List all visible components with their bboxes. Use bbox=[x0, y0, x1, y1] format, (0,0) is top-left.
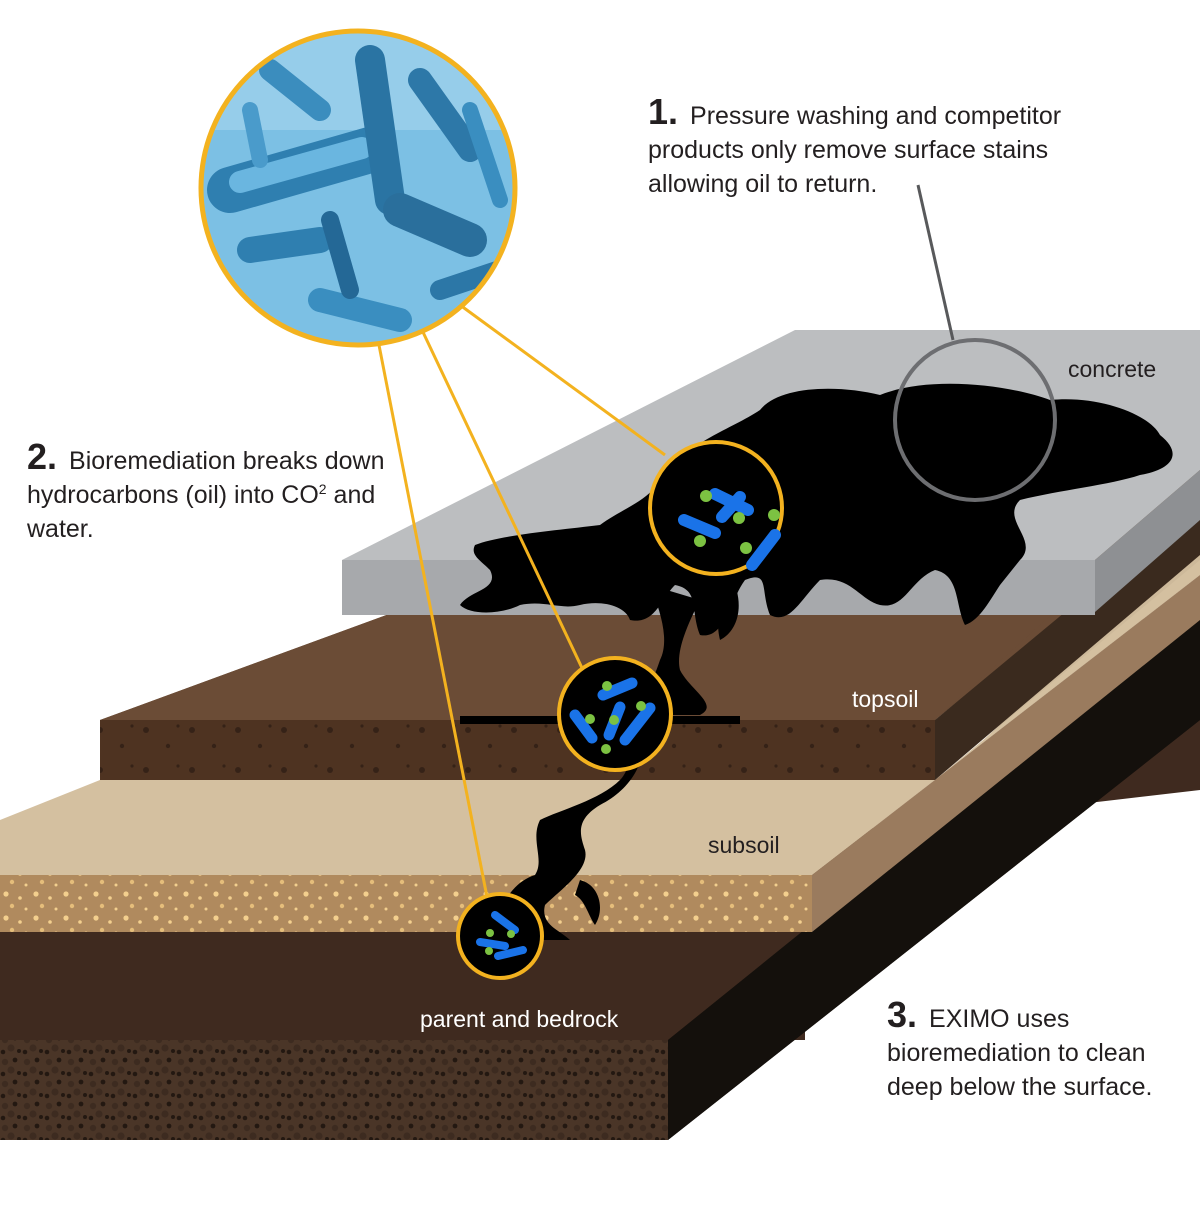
callout-three-text: EXIMO uses bioremediation to clean deep … bbox=[887, 1005, 1153, 1101]
microbe-callout-concrete bbox=[648, 440, 784, 576]
callout-two-number: 2. bbox=[27, 436, 58, 477]
callout-two-text: Bioremediation breaks down hydrocarbons … bbox=[27, 447, 385, 509]
surface-pointer-line bbox=[916, 184, 955, 341]
microbe-callout-topsoil bbox=[557, 656, 673, 772]
surface-stain-circle bbox=[893, 338, 1057, 502]
callout-two-text-end: and water. bbox=[27, 481, 376, 543]
callout-three-number: 3. bbox=[887, 994, 918, 1035]
callout-two: 2.Bioremediation breaks down hydrocarbon… bbox=[27, 439, 387, 546]
subsoil-texture bbox=[0, 875, 812, 932]
bedrock-texture bbox=[0, 1040, 668, 1140]
subsoil-side-face bbox=[812, 575, 1200, 932]
subsoil-layer bbox=[0, 540, 1200, 932]
microbe-icon bbox=[476, 911, 527, 960]
label-bedrock: parent and bedrock bbox=[420, 1006, 619, 1032]
label-subsoil: subsoil bbox=[708, 832, 780, 858]
label-concrete: concrete bbox=[1068, 356, 1157, 382]
callout-two-superscript: 2 bbox=[318, 481, 327, 497]
microbe-callout-bedrock bbox=[456, 892, 544, 980]
concrete-side-face bbox=[1095, 470, 1200, 612]
bedrock-right-side bbox=[668, 610, 1200, 1140]
callout-one-text: Pressure washing and competitor products… bbox=[648, 102, 1062, 198]
callout-one-number: 1. bbox=[648, 91, 679, 132]
surface-stain-callout bbox=[893, 184, 1057, 502]
pointer-line-bedrock bbox=[376, 339, 489, 898]
label-topsoil: topsoil bbox=[852, 686, 919, 712]
pointer-line-concrete bbox=[459, 303, 666, 457]
pointer-line-topsoil bbox=[420, 329, 584, 669]
bedrock-upper-face bbox=[0, 930, 805, 1040]
callout-three: 3.EXIMO uses bioremediation to clean dee… bbox=[887, 997, 1187, 1104]
microbe-icon bbox=[678, 488, 781, 571]
callout-pointers bbox=[376, 303, 666, 898]
bacteria-microscope-icon bbox=[198, 28, 518, 348]
topsoil-texture bbox=[100, 720, 935, 780]
callout-one: 1.Pressure washing and competitor produc… bbox=[648, 94, 1118, 201]
